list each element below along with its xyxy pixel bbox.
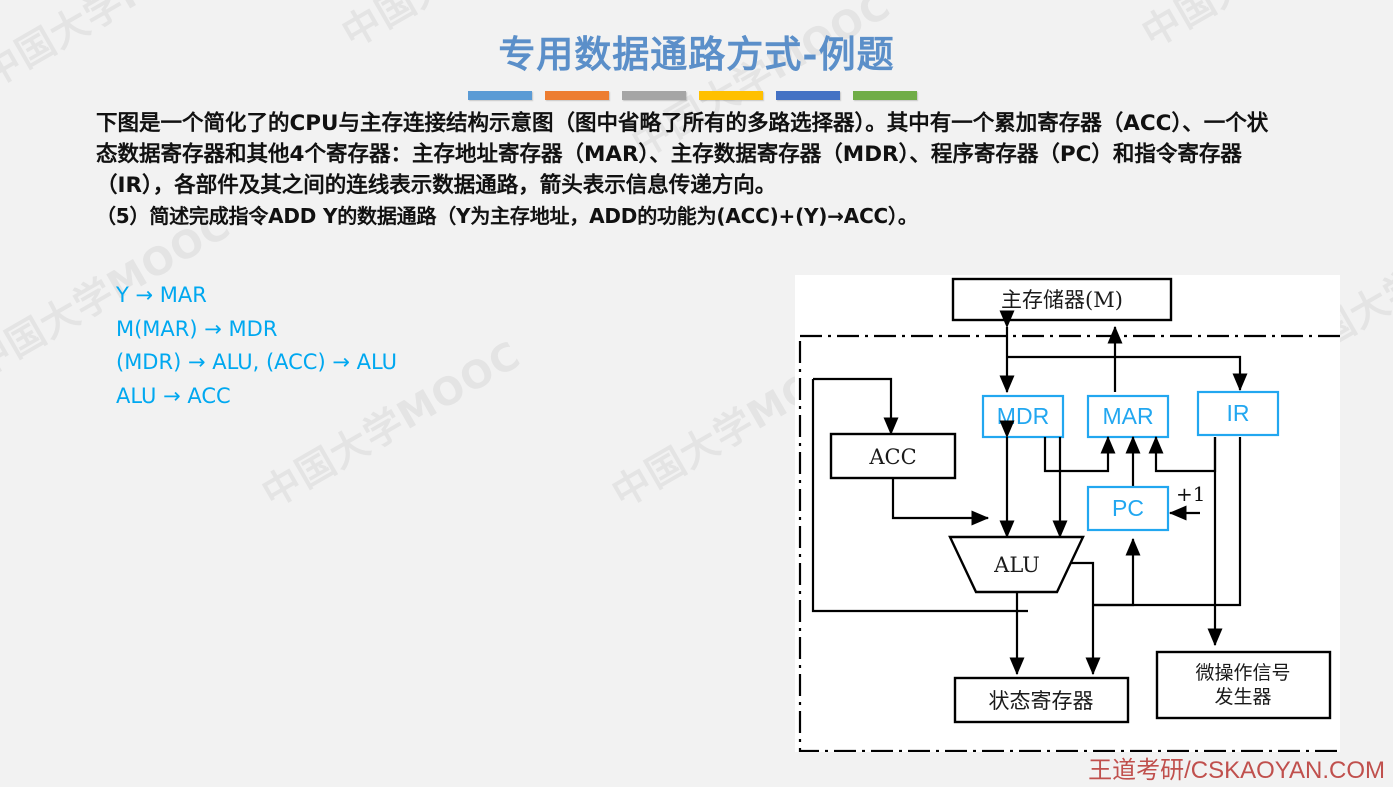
- microop-generator-label-line1: 微操作信号: [1195, 662, 1290, 684]
- rule-segment-1: [468, 91, 532, 100]
- body-text-block: 下图是一个简化了的CPU与主存连接结构示意图（图中省略了所有的多路选择器）。其中…: [96, 108, 1271, 232]
- mar-label: MAR: [1102, 403, 1153, 429]
- answer-line-2: M(MAR) → MDR: [116, 316, 278, 341]
- bus-mdr-mar: [1043, 435, 1116, 473]
- answer-line-3: (MDR) → ALU, (ACC) → ALU: [116, 350, 397, 374]
- microop-generator-label-line2: 发生器: [1214, 686, 1271, 708]
- pc-box: [1086, 485, 1170, 532]
- alu-shape: [948, 535, 1085, 594]
- cpu-memory-diagram: 主存储器(M) ACC MDR MAR IR: [795, 275, 1340, 752]
- alu-to-acc-return: [811, 379, 1028, 613]
- title-rule: [468, 91, 917, 100]
- memory-label: 主存储器(M): [1001, 288, 1123, 312]
- mdr-label: MDR: [997, 403, 1049, 429]
- rule-segment-6: [853, 91, 917, 100]
- acc-feedback-rail: [813, 377, 899, 436]
- mar-box: [1086, 394, 1170, 439]
- acc-label: ACC: [868, 445, 916, 469]
- answer-line-4: ALU → ACC: [116, 383, 231, 408]
- bus-memory-ir: [1007, 355, 1248, 392]
- diagram-svg: 主存储器(M) ACC MDR MAR IR: [798, 277, 1340, 752]
- status-register-box: [953, 676, 1130, 724]
- page-title: 专用数据通路方式-例题: [498, 32, 895, 76]
- ir-box: [1196, 390, 1280, 437]
- problem-statement: 下图是一个简化了的CPU与主存连接结构示意图（图中省略了所有的多路选择器）。其中…: [96, 111, 1269, 198]
- pc-label: PC: [1112, 495, 1144, 521]
- ir-label: IR: [1227, 400, 1250, 426]
- memory-box: [951, 277, 1173, 322]
- mdr-box: [981, 394, 1065, 439]
- pc-increment-label: +1: [1176, 482, 1205, 506]
- bus-ir-mar: [1148, 435, 1217, 473]
- acc-box: [829, 432, 957, 480]
- rule-segment-4: [699, 91, 763, 100]
- bus-alu-to-pc: [1093, 537, 1141, 607]
- bus-ir-right-rail: [1093, 437, 1242, 607]
- acc-to-alu: [891, 478, 990, 526]
- question-5: （5）简述完成指令ADD Y的数据通路（Y为主存地址，ADD的功能为(ACC)+…: [96, 204, 918, 228]
- microop-generator-box: [1155, 650, 1332, 720]
- footer-branding: 王道考研/CSKAOYAN.COM: [1088, 757, 1385, 784]
- alu-label: ALU: [993, 553, 1040, 577]
- rule-segment-3: [622, 91, 686, 100]
- rule-segment-2: [545, 91, 609, 100]
- bus-alu-pc-feedback: [1070, 561, 1101, 676]
- cpu-boundary-dashed: [798, 334, 1340, 752]
- answer-block: Y → MAR M(MAR) → MDR (MDR) → ALU, (ACC) …: [116, 279, 397, 413]
- answer-line-1: Y → MAR: [116, 283, 207, 307]
- status-register-label: 状态寄存器: [989, 689, 1094, 713]
- rule-segment-5: [776, 91, 840, 100]
